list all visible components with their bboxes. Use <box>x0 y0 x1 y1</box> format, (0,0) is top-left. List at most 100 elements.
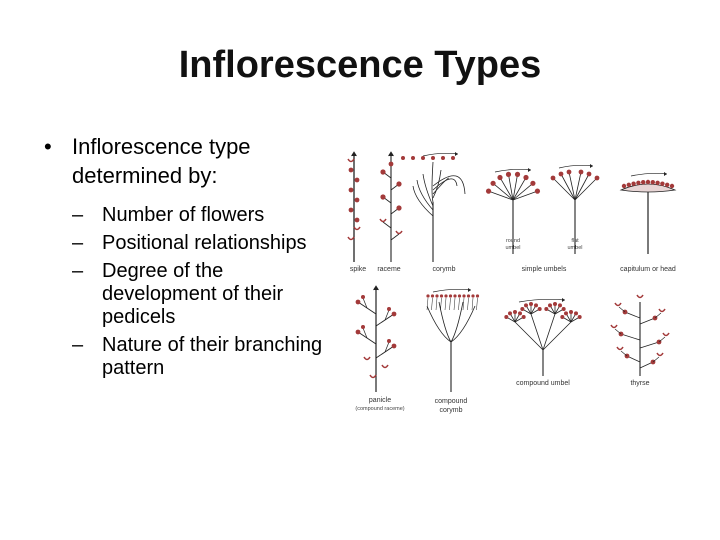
stem <box>449 297 451 311</box>
flower-dot <box>354 217 360 223</box>
flower-dot <box>391 311 397 317</box>
flower-dot <box>645 179 651 185</box>
flower-dot <box>524 303 528 308</box>
stem <box>422 173 434 207</box>
flower-dot <box>361 295 365 299</box>
diagram-labels: spike raceme corymb round umbel flat umb… <box>350 238 676 414</box>
stem <box>384 309 390 321</box>
arrow-tip <box>528 168 531 172</box>
stem <box>362 327 368 339</box>
flower-bud <box>353 226 361 231</box>
flower-dot <box>631 181 636 186</box>
stem <box>574 177 598 201</box>
flower-dot <box>518 311 522 316</box>
flower-dot <box>448 294 453 298</box>
arrow-tip <box>562 298 565 302</box>
flower-dot <box>457 294 462 298</box>
label-spike: spike <box>350 266 366 273</box>
stem <box>422 152 459 157</box>
slide-title: Inflorescence Types <box>178 44 542 86</box>
stem <box>453 297 456 311</box>
label-thyrse: thyrse <box>630 380 649 387</box>
sub-bullet-list: – Number of flowers – Positional relatio… <box>72 204 340 380</box>
sub-bullet-item: – Number of flowers <box>72 204 340 227</box>
dash-mark: – <box>72 232 84 254</box>
stem <box>494 168 532 173</box>
flower-dot <box>530 180 536 186</box>
stem <box>639 341 660 349</box>
inflorescence-diagram: spike raceme corymb round umbel flat umb… <box>347 151 677 414</box>
stem <box>560 173 576 201</box>
sub-bullet-item: – Nature of their branching pattern <box>72 334 340 380</box>
stem <box>362 297 368 309</box>
stem <box>432 178 458 191</box>
sub-bullet-text: Positional relationships <box>102 232 307 254</box>
flower-dot <box>550 175 556 181</box>
stem <box>530 313 544 351</box>
stem <box>458 297 460 311</box>
flower-dot <box>431 156 435 160</box>
flower-dot <box>355 329 361 335</box>
flower-bud <box>369 374 377 379</box>
label-corymb: corymb <box>433 266 456 273</box>
flower-dot <box>650 179 655 185</box>
stem <box>435 297 438 311</box>
stem <box>508 174 514 201</box>
label-capitulum: capitulum or head <box>620 266 676 273</box>
flower-dot <box>388 161 394 167</box>
flower-dot <box>430 294 435 298</box>
flower-dot <box>521 315 526 319</box>
flower-dot <box>561 307 566 311</box>
flower-dot <box>513 310 517 314</box>
stem <box>614 328 622 335</box>
stem <box>488 190 514 201</box>
flower-dot <box>660 181 665 186</box>
stem <box>552 177 576 201</box>
bullet-item: • Inflorescence type determined by: <box>40 132 340 190</box>
flower-dot <box>504 315 509 319</box>
bullet-mark: • <box>44 134 52 159</box>
flower-dot <box>523 174 529 181</box>
flower-dot <box>354 177 360 183</box>
dash-mark: – <box>72 204 84 226</box>
flower-dot <box>401 156 405 160</box>
sub-bullet-text: Degree of the development of their pedic… <box>102 260 284 328</box>
flower-dot <box>508 311 512 316</box>
stem <box>639 317 656 325</box>
flower-dot <box>548 303 552 308</box>
stem <box>658 336 666 343</box>
stem <box>382 221 392 229</box>
flower-dot <box>560 315 565 319</box>
stem <box>518 298 566 303</box>
label-panicle: panicle <box>369 397 391 404</box>
label-panicle-note: (compound raceme) <box>355 406 404 412</box>
stem <box>426 305 452 343</box>
flower-dot <box>354 197 360 203</box>
flower-bud <box>616 346 624 351</box>
flower-dot <box>355 299 361 305</box>
flower-dot <box>426 294 430 298</box>
flower-dot <box>655 180 660 185</box>
stem <box>624 311 641 319</box>
flower-dot <box>534 188 541 194</box>
flower-dot <box>564 311 568 316</box>
flower-dot <box>490 180 496 186</box>
arrow-tip <box>468 288 471 292</box>
bullet-list: • Inflorescence type determined by: – Nu… <box>40 132 340 385</box>
flower-bud <box>395 230 403 235</box>
stem <box>438 301 452 343</box>
flower-dot <box>462 294 466 298</box>
sub-bullet-text: Nature of their branching pattern <box>102 334 323 379</box>
stem <box>416 179 434 211</box>
stem <box>542 313 556 351</box>
stem <box>440 297 442 311</box>
arrow-tip <box>664 172 667 176</box>
flower-dot <box>544 307 549 311</box>
flower-dot <box>520 307 525 311</box>
flower-bud <box>656 352 664 357</box>
flower-dot <box>453 294 457 298</box>
flower-dot <box>439 294 444 298</box>
stem <box>568 171 576 201</box>
label-simple-umbels: simple umbels <box>522 266 567 273</box>
flower-dot <box>444 294 448 298</box>
